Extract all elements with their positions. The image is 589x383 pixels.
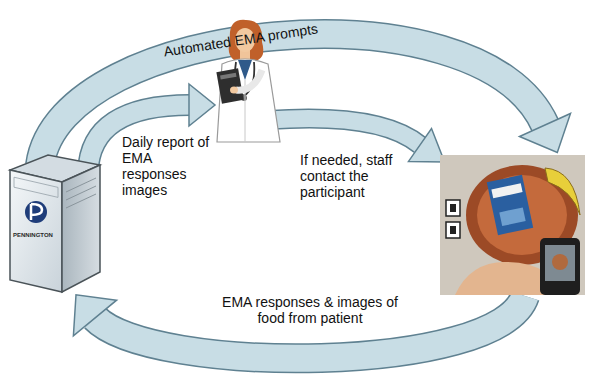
arrow-label: EMA responses & images of food from pati…	[215, 294, 405, 326]
arrow-label: If needed, staff contact the participant	[300, 152, 408, 200]
response-arrow	[73, 295, 525, 359]
food-photo	[440, 155, 585, 295]
server-tower	[10, 155, 100, 292]
logo-text: PENNINGTON	[13, 232, 53, 239]
prompt-arrow	[40, 34, 571, 165]
arrow-label: Daily report of EMA responses images	[122, 134, 217, 198]
